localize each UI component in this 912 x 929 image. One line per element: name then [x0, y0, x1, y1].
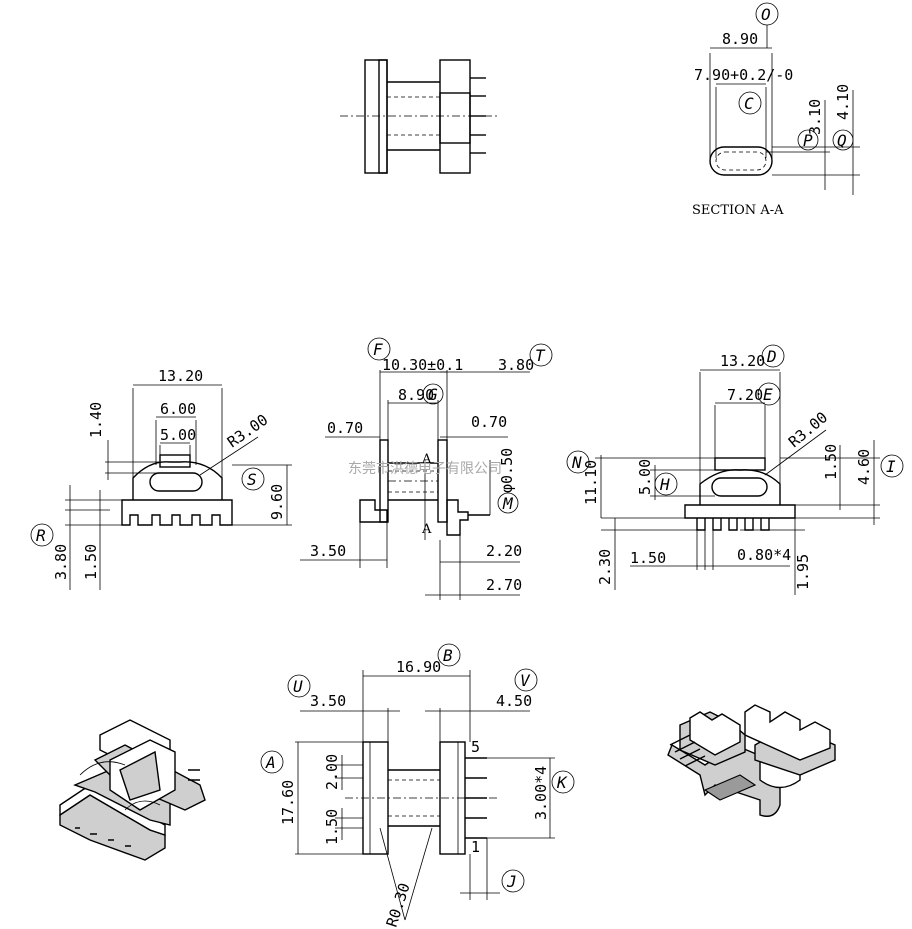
- dim-m-270: 2.70: [486, 576, 522, 594]
- dim-r-150a: 1.50: [822, 444, 840, 480]
- dim-r-195: 1.95: [794, 554, 812, 590]
- dim-l-150: 1.50: [82, 544, 100, 580]
- dim-b-200: 2.00: [323, 754, 341, 790]
- dim-r-460: 4.60: [855, 449, 873, 485]
- dim-r-230: 2.30: [596, 549, 614, 585]
- dim-l-140: 1.40: [87, 402, 105, 438]
- dim-b-1690: 16.90: [396, 658, 441, 676]
- dim-b-300: 3.00*4: [532, 766, 550, 820]
- dim-r-500: 5.00: [636, 459, 654, 495]
- balloon-c: C: [744, 94, 754, 113]
- balloon-a: A: [265, 753, 276, 772]
- section-title: SECTION A-A: [692, 203, 784, 218]
- section-a-a: [709, 2, 860, 195]
- balloon-v: V: [520, 671, 531, 690]
- balloon-n: N: [571, 453, 582, 472]
- dim-m-350: 3.50: [310, 542, 346, 560]
- balloon-j: J: [506, 872, 517, 891]
- dim-sec-310: 3.10: [806, 99, 824, 135]
- dim-b-350: 3.50: [310, 692, 346, 710]
- dim-l-600: 6.00: [160, 400, 196, 418]
- balloon-o: O: [761, 5, 771, 24]
- dim-m-phi: φ0.50: [498, 448, 516, 493]
- balloon-f: F: [373, 340, 383, 359]
- dim-b-150: 1.50: [323, 809, 341, 845]
- iso-view-left: [59, 719, 206, 861]
- balloon-b: B: [443, 646, 453, 665]
- balloon-m: M: [502, 494, 514, 513]
- dim-l-1320: 13.20: [158, 367, 203, 385]
- dim-m-1030: 10.30±0.1: [382, 356, 463, 374]
- watermark: 东莞市洪德电子有限公司: [348, 460, 502, 477]
- dim-r-080: 0.80*4: [737, 546, 791, 564]
- balloon-u: U: [293, 677, 303, 696]
- dim-l-r300: R3.00: [224, 411, 271, 452]
- side-view-middle: [300, 337, 553, 600]
- balloon-t: T: [535, 346, 546, 365]
- balloon-e: E: [763, 385, 773, 404]
- balloon-k: K: [556, 773, 568, 792]
- dim-sec-790: 7.90+0.2/-0: [694, 66, 793, 84]
- pin-number-5: 5: [471, 738, 480, 756]
- dim-m-890: 8.90: [398, 386, 434, 404]
- balloon-r: R: [36, 526, 46, 545]
- dim-r-1110: 11.10: [582, 460, 600, 505]
- balloon-h: H: [659, 475, 670, 494]
- dim-b-450: 4.50: [496, 692, 532, 710]
- balloon-g: G: [428, 385, 438, 404]
- dim-m-380: 3.80: [498, 356, 534, 374]
- section-marker-bottom: A: [421, 522, 432, 537]
- balloon-p: P: [803, 131, 813, 150]
- balloon-d: D: [766, 347, 777, 366]
- dim-m-220: 2.20: [486, 542, 522, 560]
- dim-l-500: 5.00: [160, 426, 196, 444]
- balloon-s: S: [247, 470, 257, 489]
- front-view-right: [566, 344, 904, 595]
- dim-m-070a: 0.70: [327, 419, 363, 437]
- dim-sec-890: 8.90: [722, 30, 758, 48]
- dim-l-960: 9.60: [268, 484, 286, 520]
- section-marker-top: A: [421, 452, 432, 467]
- dim-sec-410: 4.10: [834, 84, 852, 120]
- dim-r-150b: 1.50: [630, 549, 666, 567]
- dim-b-1760: 17.60: [279, 780, 297, 825]
- balloon-i: I: [886, 457, 896, 476]
- dim-m-070b: 0.70: [471, 413, 507, 431]
- iso-view-right: [667, 704, 836, 817]
- dim-l-380: 3.80: [52, 544, 70, 580]
- dim-r-1320: 13.20: [720, 352, 765, 370]
- front-view-left: [30, 384, 292, 590]
- top-side-view: [340, 59, 500, 174]
- dim-r-720: 7.20: [727, 386, 763, 404]
- bottom-view: [260, 643, 575, 921]
- pin-number-1: 1: [471, 838, 480, 856]
- balloon-q: Q: [837, 131, 847, 150]
- labels: O 8.90 7.90+0.2/-0 C 3.10 4.10 P Q SECTI…: [36, 5, 896, 929]
